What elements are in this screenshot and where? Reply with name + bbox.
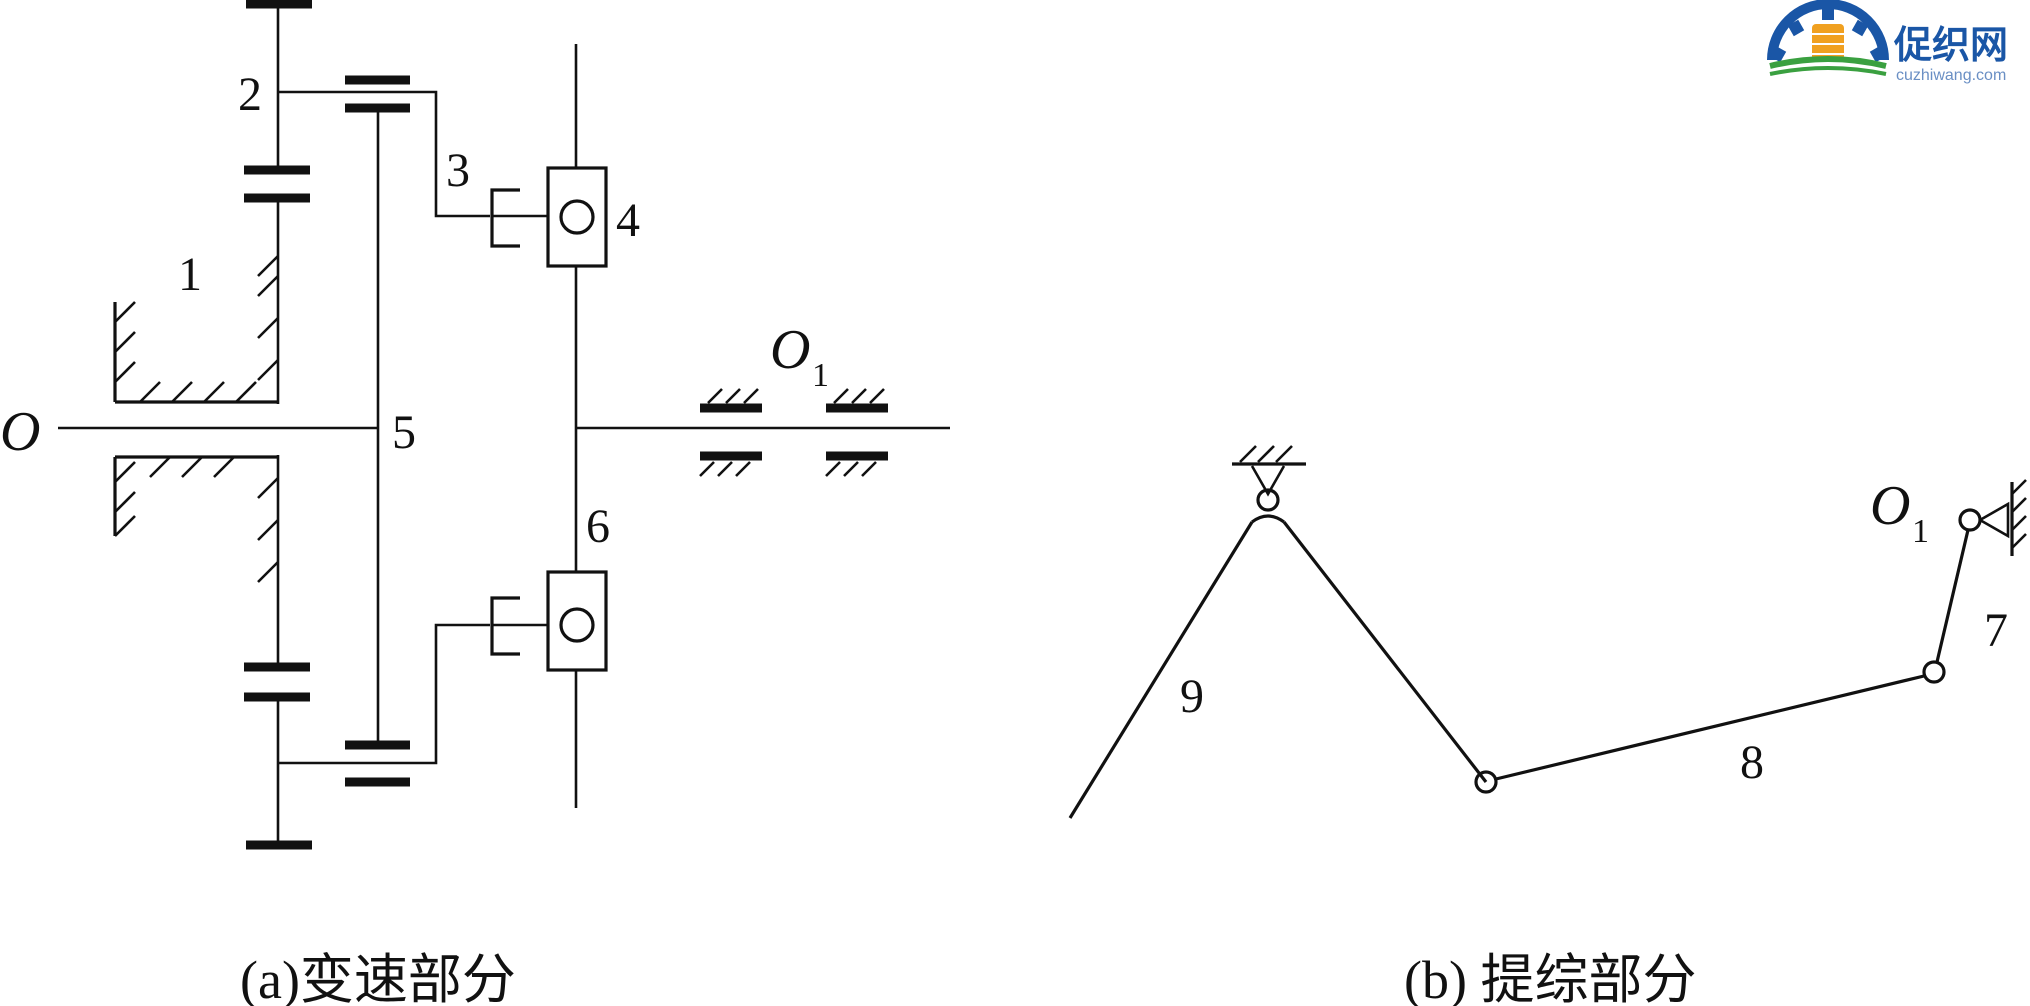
link-9-knuckle: [1251, 514, 1285, 524]
logo-name-en: cuzhiwang.com: [1896, 67, 2006, 84]
caption-a: (a)变速部分: [240, 950, 516, 1006]
label-pivot-o1-sub: 1: [1912, 513, 1929, 550]
label-gear-3: 3: [446, 144, 470, 197]
logo-name-cn: 促织网: [1893, 23, 2008, 67]
link-2-3-top: [278, 90, 490, 218]
link-9-left-arm: [1068, 521, 1254, 819]
label-gear-2: 2: [238, 68, 262, 121]
label-gear-6: 6: [586, 500, 610, 553]
label-axis-o: O: [0, 401, 40, 463]
label-shaft-5: 5: [392, 406, 416, 459]
label-axis-o1-sub: 1: [812, 357, 829, 394]
pivot-o1: [1958, 508, 1982, 532]
heald-linkage-b: 9 8 7 O 1 (b) 提综部分: [1068, 445, 2027, 1006]
gear-6-block: [546, 570, 608, 672]
caption-b: (b) 提综部分: [1404, 950, 1696, 1006]
gear-6-hub: [559, 607, 595, 643]
gear-4-block: [546, 166, 608, 268]
housing-upper-hatch: [114, 255, 279, 403]
joint-7-8: [1922, 660, 1946, 684]
gear-4-hub: [559, 199, 595, 235]
label-link-7: 7: [1984, 604, 2008, 657]
pivot-9: [1256, 488, 1280, 512]
bearing-o1-hatch: [699, 388, 885, 477]
label-gear-1: 1: [178, 248, 202, 301]
site-logo: 促织网 cuzhiwang.com: [1767, 0, 2008, 84]
support-o1-triangle: [1979, 501, 2010, 539]
label-gear-4: 4: [616, 194, 640, 247]
support-9-triangle: [1250, 465, 1286, 497]
link-7: [1935, 529, 1970, 663]
link-2-3-bottom: [278, 623, 490, 765]
label-link-9: 9: [1180, 670, 1204, 723]
support-o1-hatch: [2011, 479, 2027, 549]
label-axis-o1: O: [770, 319, 810, 381]
support-9-hatch: [1239, 445, 1293, 463]
link-8: [1495, 674, 1925, 781]
label-pivot-o1: O: [1870, 475, 1910, 537]
clutch-jaw-upper: [490, 188, 520, 248]
joint-8-9: [1474, 770, 1498, 794]
label-link-8: 8: [1740, 736, 1764, 789]
link-9-right-arm: [1282, 521, 1488, 783]
housing-lower-hatch: [114, 456, 279, 583]
gear-emblem-icon: [1767, 0, 1889, 76]
gear-train-a: 2 1 3 4 5 6 O O 1 (a)变速部分: [0, 0, 950, 1006]
